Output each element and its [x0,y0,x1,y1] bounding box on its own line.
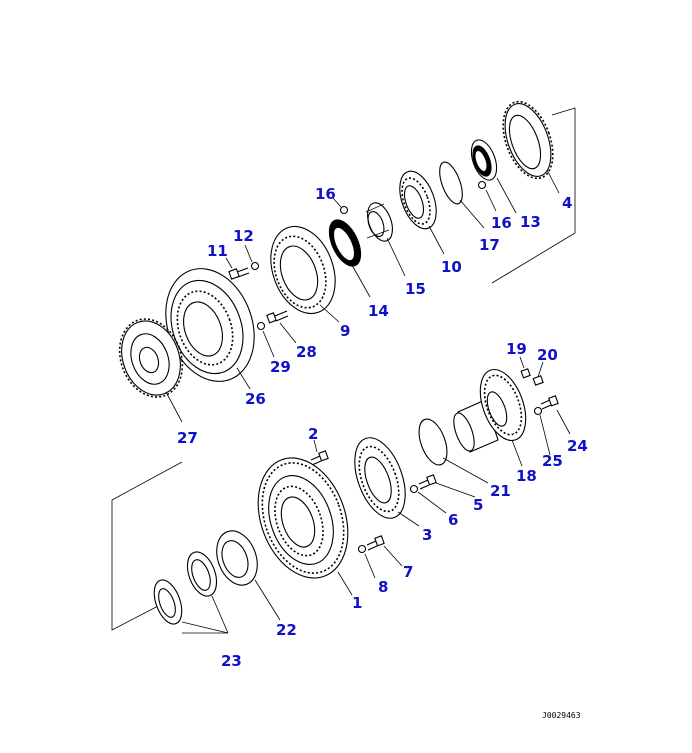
callout-23: 23 [221,652,242,670]
callout-25: 25 [542,452,563,470]
callout-3: 3 [422,526,432,544]
part-15-roller-bearing [365,202,393,242]
callout-5: 5 [473,496,483,514]
callout-17: 17 [479,236,500,254]
callout-9: 9 [340,322,350,340]
part-21-o-ring [418,418,448,466]
callout-26: 26 [245,390,266,408]
part-27-gear [118,318,184,398]
callout-21: 21 [490,482,511,500]
part-11-bolt [228,267,250,280]
part-22-floating-seal [216,530,258,586]
callout-24: 24 [567,437,588,455]
callout-22: 22 [276,621,297,639]
part-4-ring-gear [502,100,554,180]
part-25-washer [533,406,543,416]
callout-2: 2 [308,425,318,443]
callout-13: 13 [520,213,541,231]
callout-12: 12 [233,227,254,245]
callout-20: 20 [537,346,558,364]
callout-18: 18 [516,467,537,485]
callout-28: 28 [296,343,317,361]
part-17-snap-ring [439,161,463,205]
leader-lines [165,169,571,634]
part-6-washer [409,484,419,494]
part-28-bolt [266,310,289,324]
callout-7: 7 [403,563,413,581]
part-5-bolt [418,474,437,490]
part-26-hub [165,268,255,382]
callout-16a: 16 [315,185,336,203]
callout-15: 15 [405,280,426,298]
callout-14: 14 [368,302,389,320]
part-2-bolt [310,450,329,466]
callout-8: 8 [378,578,388,596]
part-20-plug [532,375,544,386]
part-24-bolt [540,395,559,410]
part-9-bearing-ring [270,225,336,315]
drawing-code: J0029463 [542,711,581,720]
callout-27: 27 [177,429,198,447]
callout-10: 10 [441,258,462,276]
part-8-washer [357,544,367,554]
part-16-ball-upper-left [339,205,349,215]
callout-6: 6 [448,511,458,529]
callout-19: 19 [506,340,527,358]
part-13-bearing [470,139,498,181]
part-7-bolt [366,535,385,551]
part-3-plate [354,437,406,519]
part-23-seal-rings [153,551,218,625]
part-29-washer [256,321,266,331]
callout-16b: 16 [491,214,512,232]
part-14-seal [328,219,362,267]
lower-group-frame [111,461,183,631]
callout-4: 4 [562,194,572,212]
callout-1: 1 [352,594,362,612]
callout-11: 11 [207,242,228,260]
part-16-ball-upper-right [477,180,487,190]
part-1-ring-gear-housing [257,457,349,579]
part-18-spindle [453,369,527,453]
part-10-bearing [399,170,437,230]
part-12-washer [250,261,260,271]
part-19-plug [520,368,531,379]
upper-group-frame [491,107,576,284]
callout-29: 29 [270,358,291,376]
